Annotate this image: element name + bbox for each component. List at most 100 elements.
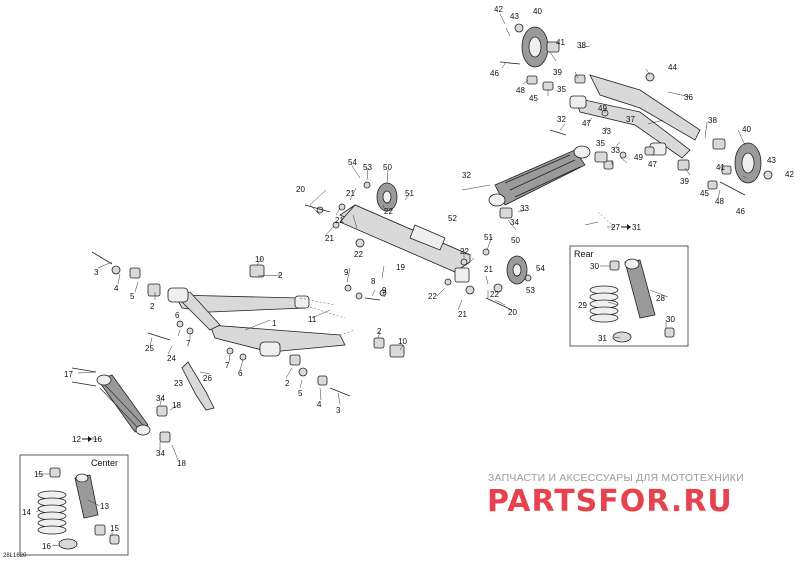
svg-text:27: 27 [611,223,620,232]
label-20b: 20 [296,185,305,194]
range-arrow-center: 12 16 [72,435,102,444]
label-9b: 9 [382,286,387,295]
label-19: 19 [396,263,405,272]
svg-text:31: 31 [632,223,641,232]
part-number-labels: 42 43 40 41 38 46 39 48 45 35 44 36 49 4… [22,5,794,551]
range-arrow-rear: 27 31 [611,223,641,232]
label-21d: 21 [335,216,344,225]
label-53b: 53 [363,163,372,172]
label-22c: 22 [428,292,437,301]
label-47: 47 [582,119,591,128]
label-52: 52 [448,214,457,223]
center-shock [71,367,171,443]
rear-shock [488,145,608,219]
label-36: 36 [684,93,693,102]
label-33c: 33 [520,204,529,213]
label-1: 1 [272,319,277,328]
assembly-guides [91,211,613,441]
label-2c: 2 [377,327,382,336]
label-32: 32 [557,115,566,124]
svg-text:12: 12 [72,435,81,444]
label-37: 37 [626,115,635,124]
center-spring [37,490,67,535]
label-15a: 15 [34,470,43,479]
label-15b: 15 [110,524,119,533]
label-48: 48 [516,86,525,95]
label-18b: 18 [177,459,186,468]
label-34a: 34 [156,394,165,403]
label-33b: 33 [611,146,620,155]
rear-arm-assembly [569,74,701,159]
label-3b: 3 [336,406,341,415]
label-14: 14 [22,508,31,517]
label-50b: 50 [383,163,392,172]
label-54b: 54 [348,158,357,167]
label-10a: 10 [255,255,264,264]
label-38b: 38 [708,116,717,125]
label-7a: 7 [186,339,191,348]
label-34b: 34 [156,449,165,458]
center-inset: Center [19,454,129,556]
label-6b: 6 [238,369,243,378]
label-49b: 49 [634,153,643,162]
label-22e: 22 [354,250,363,259]
label-50: 50 [511,236,520,245]
label-51: 51 [484,233,493,242]
svg-text:16: 16 [93,435,102,444]
label-17: 17 [64,370,73,379]
rear-arm-upper [589,74,701,141]
label-11: 11 [308,315,317,324]
label-40: 40 [533,7,542,16]
label-25: 25 [145,344,154,353]
label-38: 38 [577,41,586,50]
label-2b: 2 [150,302,155,311]
leader-lines [35,13,747,547]
label-42: 42 [494,5,503,14]
label-39: 39 [553,68,562,77]
label-22b: 22 [490,290,499,299]
label-30b: 30 [666,315,675,324]
label-26: 26 [203,374,212,383]
label-34r: 34 [510,218,519,227]
label-40b: 40 [742,125,751,134]
label-10b: 10 [398,337,407,346]
label-43: 43 [510,12,519,21]
label-22a: 22 [460,247,469,256]
label-9a: 9 [344,268,349,277]
rear-arm-small-parts [499,23,773,196]
rear-arm-bushing [569,95,587,109]
label-2a: 2 [278,271,283,280]
label-16: 16 [42,542,51,551]
label-44: 44 [668,63,677,72]
label-21c: 21 [346,189,355,198]
label-5b: 5 [298,389,303,398]
label-47b: 47 [648,160,657,169]
label-5a: 5 [130,292,135,301]
label-2d: 2 [285,379,290,388]
drawing-code: 28L1620 [3,553,27,559]
label-51b: 51 [405,189,414,198]
front-arm-assembly [167,287,346,357]
label-41b: 41 [716,163,725,172]
watermark-tagline: ЗАПЧАСТИ И АКСЕССУАРЫ ДЛЯ МОТОТЕХНИКИ [488,472,744,484]
label-39b: 39 [680,177,689,186]
label-23: 23 [174,379,183,388]
label-31: 31 [598,334,607,343]
label-54a: 54 [536,264,545,273]
label-46b: 46 [736,207,745,216]
label-53a: 53 [526,286,535,295]
svg-text:Rear: Rear [574,249,594,259]
label-21a: 21 [484,265,493,274]
label-35b: 35 [596,139,605,148]
label-45: 45 [529,94,538,103]
label-43b: 43 [767,156,776,165]
label-24: 24 [167,354,176,363]
front-cross-shaft [339,204,471,283]
rear-arm-lower [574,97,691,159]
label-8: 8 [371,277,376,286]
label-42b: 42 [785,170,794,179]
label-18a: 18 [172,401,181,410]
idler-wheel-right [734,142,762,184]
